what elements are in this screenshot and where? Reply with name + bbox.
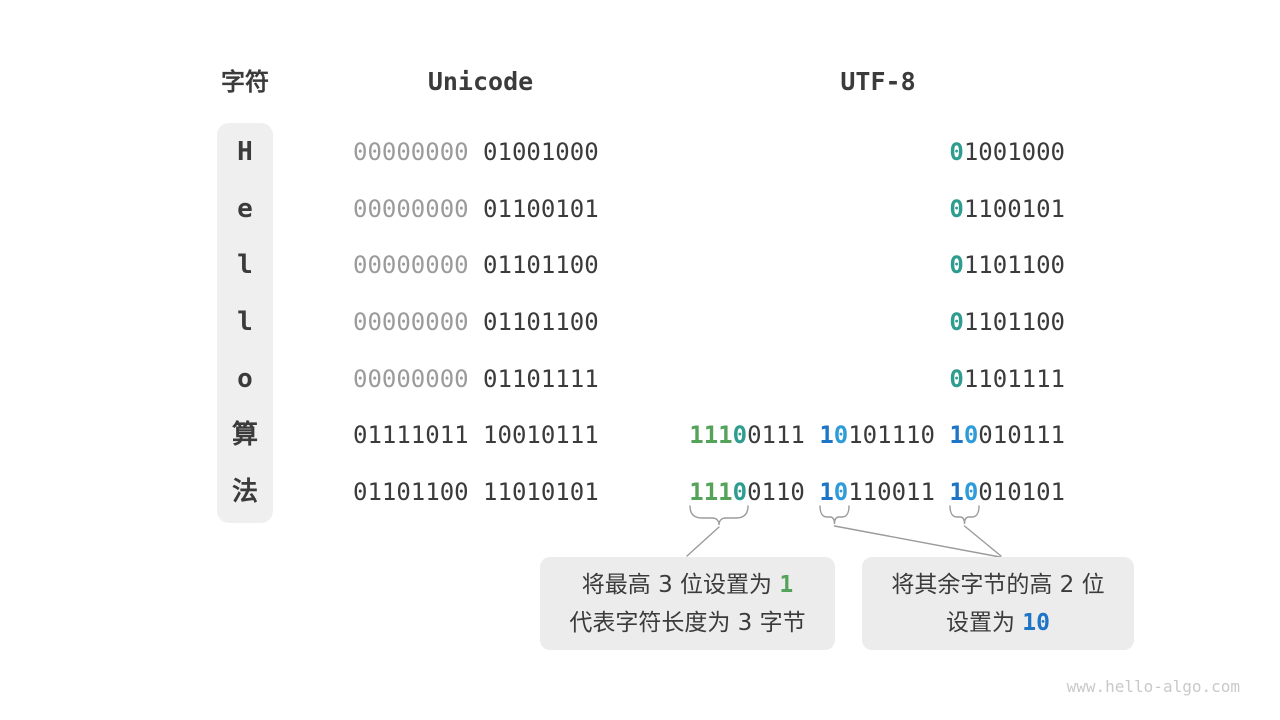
utf8-bit-segment: 0 [732, 421, 748, 449]
utf8-bit-segment: 1 [819, 421, 834, 449]
callout-left-line1: 将最高 3 位设置为 1 [540, 566, 835, 604]
utf8-bit-segment: 010111 [978, 421, 1065, 449]
highlight-bit-1: 1 [779, 571, 794, 598]
unicode-value: 00000000 01101100 [353, 304, 599, 340]
utf8-bit-segment: 0 [949, 251, 964, 279]
callout-left-line1-text: 将最高 3 位设置为 [581, 571, 780, 598]
unicode-leading-zeros: 00000000 [353, 138, 469, 166]
utf8-bit-segment: 0 [963, 421, 979, 449]
unicode-bits: 01001000 [468, 138, 599, 166]
watermark: www.hello-algo.com [1066, 677, 1240, 696]
utf8-bit-segment: 0 [949, 308, 964, 336]
highlight-bits-10: 10 [1022, 609, 1050, 636]
unicode-bits: 01100101 [468, 195, 599, 223]
connector-line-right [963, 525, 1002, 557]
column-header-utf8: UTF-8 [840, 67, 916, 96]
utf8-bit-segment: 110011 [848, 478, 950, 506]
character-cell: 算 [231, 420, 258, 450]
callout-left-line2-text: 代表字符长度为 3 字节 [569, 609, 806, 636]
unicode-bits: 01101111 [468, 365, 599, 393]
column-header-unicode: Unicode [427, 67, 534, 96]
utf8-bit-segment: 1101111 [963, 365, 1065, 393]
unicode-leading-zeros: 00000000 [353, 195, 469, 223]
utf8-bit-segment: 0 [949, 365, 964, 393]
callout-right-line1: 将其余字节的高 2 位 [862, 566, 1134, 604]
utf8-bit-segment: 010101 [978, 478, 1065, 506]
character-cell: l [237, 307, 253, 337]
utf8-value: 01101111 [949, 361, 1065, 397]
utf8-bit-segment: 1101100 [963, 308, 1065, 336]
utf8-bit-segment: 1 [949, 421, 964, 449]
character-cell: e [237, 194, 253, 224]
utf8-value: 11100111 10101110 10010111 [689, 417, 1065, 453]
utf8-bit-segment: 0 [833, 478, 849, 506]
utf8-bit-segment: 1 [819, 478, 834, 506]
callout-right-line2: 设置为 10 [862, 604, 1134, 642]
unicode-leading-zeros: 00000000 [353, 308, 469, 336]
utf8-value: 01101100 [949, 247, 1065, 283]
connector-line-left [686, 526, 720, 557]
unicode-value: 01111011 10010111 [353, 417, 599, 453]
utf8-bit-segment: 1 [949, 478, 964, 506]
utf8-bit-segment: 1001000 [963, 138, 1065, 166]
utf8-bit-segment: 0 [963, 478, 979, 506]
unicode-bits: 01101100 [468, 251, 599, 279]
unicode-value: 00000000 01101111 [353, 361, 599, 397]
utf8-bit-segment: 111 [689, 421, 733, 449]
utf8-bit-segment: 1101100 [963, 251, 1065, 279]
callout-left-line2: 代表字符长度为 3 字节 [540, 604, 835, 642]
utf8-bit-segment: 1100101 [963, 195, 1065, 223]
unicode-value: 00000000 01100101 [353, 191, 599, 227]
utf8-bit-segment: 0 [732, 478, 748, 506]
utf8-bit-segment: 101110 [848, 421, 950, 449]
callout-high-bits: 将最高 3 位设置为 1 代表字符长度为 3 字节 [540, 557, 835, 650]
utf8-bit-segment: 0 [949, 138, 964, 166]
utf8-value: 01101100 [949, 304, 1065, 340]
character-cell: H [237, 137, 253, 167]
character-cell: l [237, 250, 253, 280]
character-cell: o [237, 364, 253, 394]
utf8-bit-segment: 0 [833, 421, 849, 449]
character-column-background [217, 123, 273, 523]
unicode-bits: 01101100 11010101 [353, 478, 599, 506]
utf8-bit-segment: 0 [949, 195, 964, 223]
unicode-leading-zeros: 00000000 [353, 365, 469, 393]
unicode-value: 00000000 01001000 [353, 134, 599, 170]
utf8-bit-segment: 0110 [747, 478, 820, 506]
character-cell: 法 [231, 477, 258, 507]
utf8-value: 01001000 [949, 134, 1065, 170]
utf8-bit-segment: 111 [689, 478, 733, 506]
callout-continuation-bits: 将其余字节的高 2 位 设置为 10 [862, 557, 1134, 650]
unicode-leading-zeros: 00000000 [353, 251, 469, 279]
callout-right-line1-text: 将其余字节的高 2 位 [891, 571, 1105, 598]
utf8-value: 01100101 [949, 191, 1065, 227]
callout-right-line2-text: 设置为 [945, 609, 1023, 636]
unicode-value: 01101100 11010101 [353, 474, 599, 510]
utf8-value: 11100110 10110011 10010101 [689, 474, 1065, 510]
connector-line-middle [833, 525, 1001, 558]
unicode-bits: 01111011 10010111 [353, 421, 599, 449]
column-header-character: 字符 [221, 68, 269, 96]
unicode-bits: 01101100 [468, 308, 599, 336]
unicode-value: 00000000 01101100 [353, 247, 599, 283]
utf8-bit-segment: 0111 [747, 421, 820, 449]
